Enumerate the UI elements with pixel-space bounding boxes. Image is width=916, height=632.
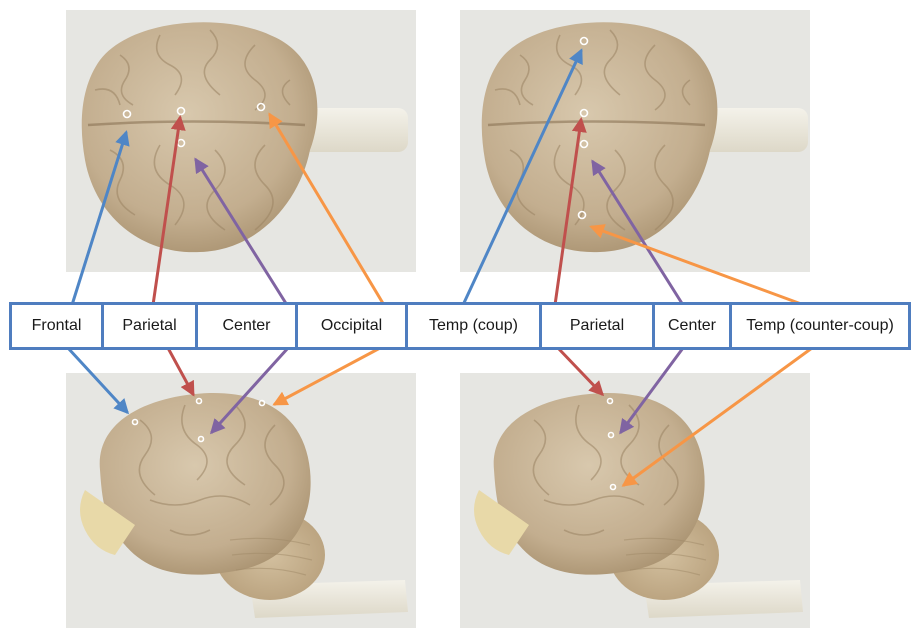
label-parietal-2: Parietal — [542, 305, 655, 347]
brain-dorsal-photo-right — [460, 10, 810, 272]
cerebrum — [494, 393, 705, 575]
region-label-strip: Frontal Parietal Center Occipital Temp (… — [9, 302, 911, 350]
label-temp-counter-coup: Temp (counter-coup) — [732, 305, 908, 347]
label-center-2: Center — [655, 305, 732, 347]
brain-lateral-photo-left — [66, 373, 416, 628]
label-temp-coup: Temp (coup) — [408, 305, 542, 347]
label-occipital: Occipital — [298, 305, 408, 347]
label-frontal: Frontal — [12, 305, 104, 347]
cerebrum — [100, 393, 311, 575]
label-center: Center — [198, 305, 298, 347]
label-parietal: Parietal — [104, 305, 198, 347]
